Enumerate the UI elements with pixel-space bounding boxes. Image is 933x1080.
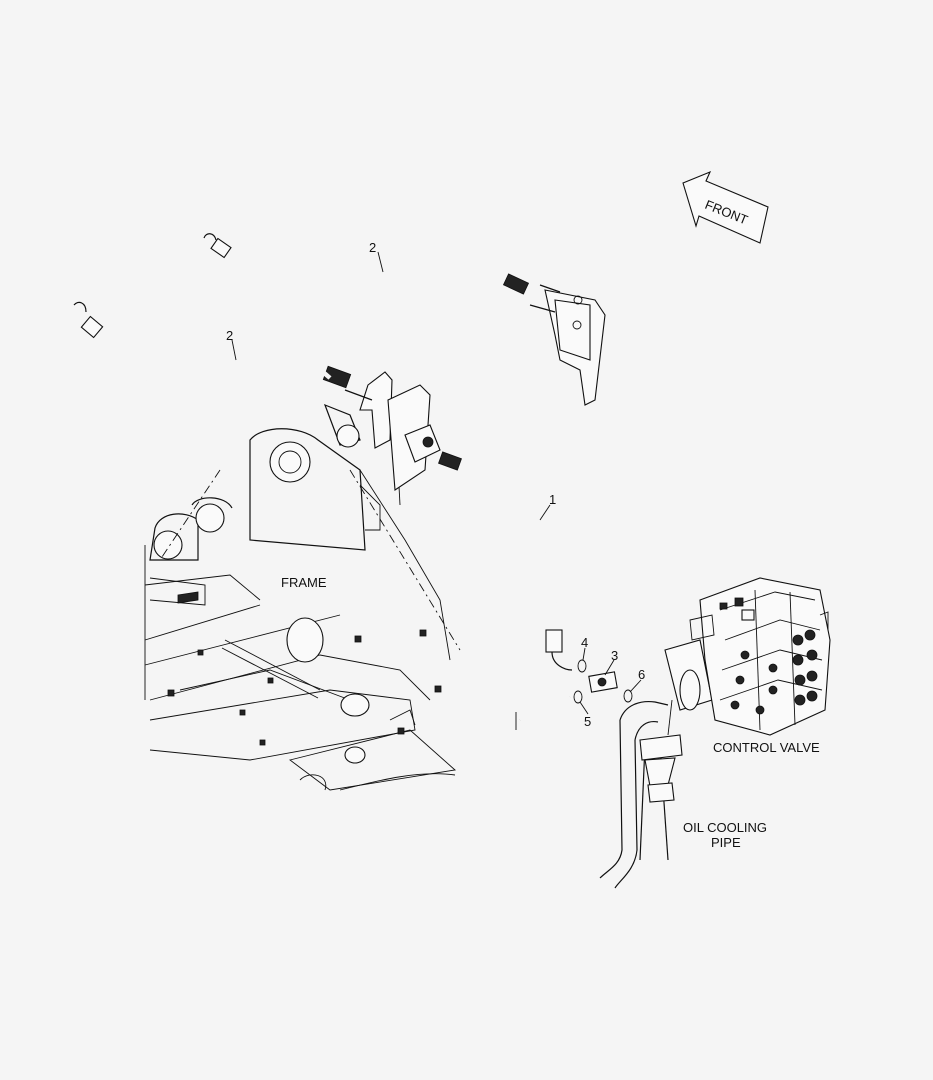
callout-2-upper: 2 — [369, 240, 376, 255]
control-valve — [689, 577, 831, 736]
oil-cooling-pipe — [599, 639, 713, 889]
frame-bracket-valve — [322, 365, 441, 491]
hose-2-upper — [203, 233, 530, 316]
oil-cooling-label-line2: PIPE — [711, 835, 741, 850]
frame-structure — [144, 403, 461, 791]
hose-2-lower — [73, 301, 332, 394]
callout-1: 1 — [549, 492, 556, 507]
oil-cooling-label-line1: OIL COOLING — [683, 820, 767, 835]
front-arrow: FRONT — [682, 170, 769, 244]
hose-1 — [438, 451, 573, 671]
control-valve-label: CONTROL VALVE — [713, 740, 820, 755]
right-bracket — [529, 284, 606, 406]
callout-6: 6 — [638, 667, 645, 682]
frame-label: FRAME — [281, 575, 327, 590]
callout-leaders — [231, 251, 642, 715]
callout-4: 4 — [581, 635, 588, 650]
fittings — [515, 659, 633, 730]
callout-2-lower: 2 — [226, 328, 233, 343]
callout-3: 3 — [611, 648, 618, 663]
callout-5: 5 — [584, 714, 591, 729]
